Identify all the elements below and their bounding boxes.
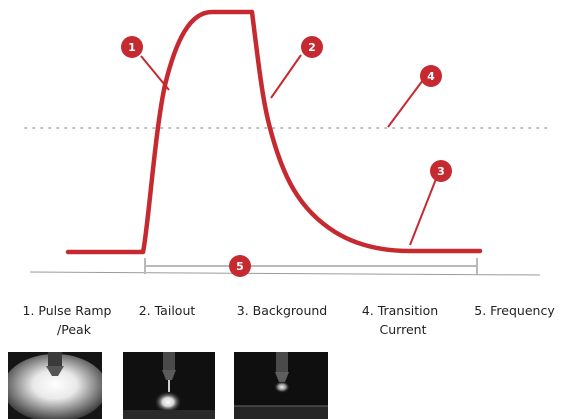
caption-line: /Peak — [57, 322, 91, 337]
caption-pulse-ramp-peak: 1. Pulse Ramp /Peak — [2, 301, 132, 339]
caption-line: 3. Background — [236, 303, 328, 318]
pulse-waveform-curve — [65, 9, 483, 255]
frequency-scale-bar — [144, 258, 478, 274]
caption-transition-current: 4. Transition Current — [350, 301, 450, 339]
marker-5: 5 — [229, 255, 251, 277]
caption-line: 4. Transition — [361, 303, 439, 318]
marker-2: 2 — [301, 36, 323, 58]
tailout-arc-photo — [123, 352, 215, 419]
caption-line: Current — [379, 322, 427, 337]
caption-line: 2. Tailout — [138, 303, 196, 318]
callout-leader-lines — [140, 54, 437, 246]
caption-line: 1. Pulse Ramp — [22, 303, 112, 318]
caption-line: 5. Frequency — [474, 303, 555, 318]
marker-1: 1 — [121, 36, 143, 58]
marker-3: 3 — [430, 160, 452, 182]
svg-text:1: 1 — [128, 41, 136, 54]
svg-text:5: 5 — [236, 260, 244, 273]
background-arc-photo — [234, 352, 328, 419]
svg-text:4: 4 — [427, 70, 435, 83]
marker-4: 4 — [420, 65, 442, 87]
svg-text:2: 2 — [308, 41, 316, 54]
caption-frequency: 5. Frequency — [468, 301, 561, 320]
baseline-line — [29, 271, 541, 276]
caption-background: 3. Background — [228, 301, 336, 320]
peak-arc-photo — [8, 352, 102, 419]
caption-tailout: 2. Tailout — [130, 301, 204, 320]
svg-text:3: 3 — [437, 165, 445, 178]
